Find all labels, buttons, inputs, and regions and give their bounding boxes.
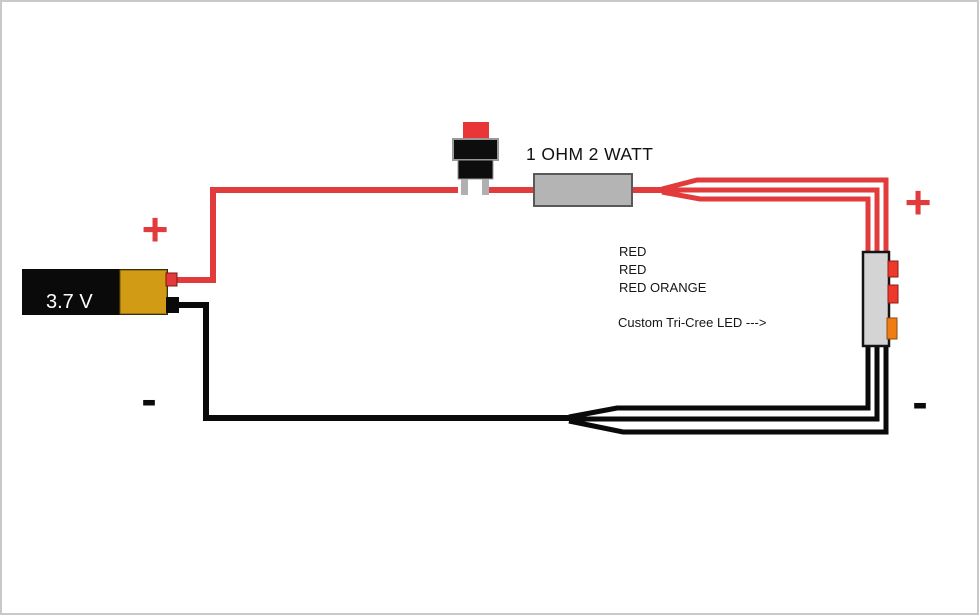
positive-wire-battery-to-button — [170, 187, 458, 283]
negative-wire-group — [172, 302, 889, 435]
battery-negative-terminal — [166, 297, 179, 313]
led-module — [861, 250, 899, 348]
button-cap — [463, 122, 489, 140]
plus-sign-left: + — [141, 203, 169, 255]
button-upper-body — [452, 138, 499, 161]
battery-positive-terminal — [165, 272, 178, 287]
negative-wire-branch-2 — [569, 346, 880, 422]
minus-sign-right: - — [912, 376, 928, 428]
negative-wire-battery-to-split — [172, 302, 569, 421]
wire-color-label-red-1: RED — [619, 244, 647, 259]
push-button-switch — [452, 122, 499, 195]
positive-wire-branch-3 — [661, 189, 871, 254]
plus-sign-right: + — [904, 176, 932, 228]
resistor-label: 1 OHM 2 WATT — [526, 144, 654, 164]
negative-wire-branch-3 — [568, 346, 889, 435]
positive-wire-group — [170, 177, 889, 283]
battery-gold-cap — [119, 269, 168, 315]
led-die-red-1 — [887, 260, 899, 278]
led-caption-label: Custom Tri-Cree LED ---> — [618, 315, 767, 330]
wire-color-label-red-2: RED — [619, 262, 647, 277]
led-die-red-orange — [886, 317, 898, 340]
negative-wire-branch-1 — [568, 346, 871, 420]
led-module-body — [861, 250, 891, 348]
battery — [22, 269, 179, 315]
minus-sign-left: - — [141, 373, 157, 425]
button-leg-left — [461, 179, 468, 195]
resistor-body — [533, 173, 633, 207]
button-leg-right — [482, 179, 489, 195]
battery-voltage-label: 3.7 V — [46, 291, 93, 313]
positive-wire-branch-2 — [662, 187, 880, 254]
led-die-red-2 — [887, 284, 899, 304]
positive-wire-branch-1 — [661, 177, 889, 254]
button-lower-body — [457, 159, 494, 180]
wire-color-label-red-orange: RED ORANGE — [619, 280, 707, 295]
